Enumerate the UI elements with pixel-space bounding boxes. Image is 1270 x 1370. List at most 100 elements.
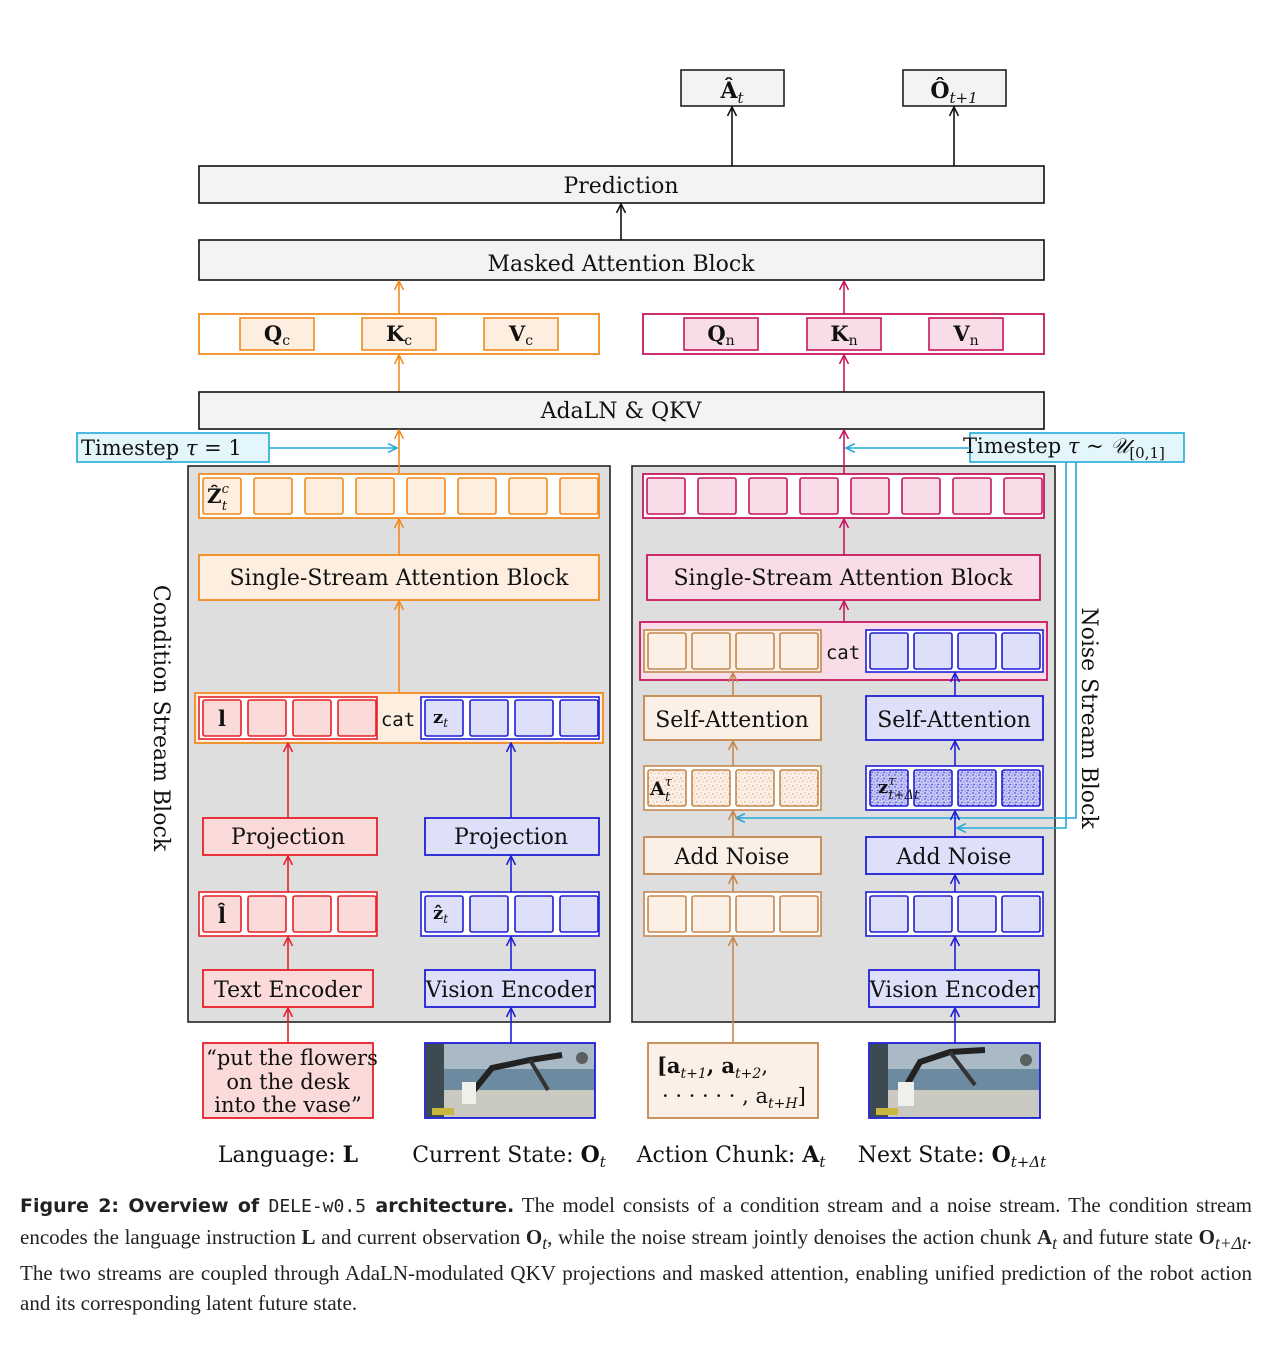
noise-top-token-1 <box>646 477 686 515</box>
cond-single-stream-box <box>198 554 600 601</box>
lhat-token-4 <box>337 895 377 933</box>
next-obs-token-1 <box>869 895 909 933</box>
action-token-2 <box>691 895 731 933</box>
k-noise-box <box>806 317 882 351</box>
action-chunk-line-2: · · · · · · , at+H] <box>662 1084 806 1112</box>
zc-token-cells <box>202 477 599 515</box>
figure-caption: Figure 2: Overview of DELE-w0.5 architec… <box>20 1190 1252 1318</box>
obs-add-noise-box <box>865 836 1044 875</box>
noise-top-token-5 <box>850 477 890 515</box>
noise-stream-label: Noise Stream Block <box>1076 607 1101 829</box>
action-add-noise-label: Add Noise <box>674 845 790 870</box>
next-obs-token-2 <box>913 895 953 933</box>
vision-token-1 <box>424 699 464 737</box>
condition-stream-label: Condition Stream Block <box>148 585 173 852</box>
vision-projection-label: Projection <box>454 825 568 850</box>
caption-var-o2: O <box>1198 1225 1215 1249</box>
zc-token-3 <box>304 477 344 515</box>
lang-token-1 <box>202 699 242 737</box>
k-cond-box <box>361 317 437 351</box>
noise-top-token-4 <box>799 477 839 515</box>
action-token-3 <box>735 895 775 933</box>
action-add-noise-box <box>643 836 822 875</box>
caption-var-a: A <box>1036 1225 1053 1249</box>
action-attn-cells <box>647 632 819 670</box>
noise-cat-label: cat <box>826 642 860 664</box>
obs-attn-cells <box>869 632 1041 670</box>
action-chunk-line-1: [at+1, at+2, <box>657 1053 768 1082</box>
vision-encoder-box-right <box>868 969 1040 1008</box>
caption-var-o2-sub: t+Δt <box>1214 1233 1247 1254</box>
zc-token-1 <box>202 477 242 515</box>
noise-top-token-2 <box>697 477 737 515</box>
instruction-line-1: “put the flowers <box>206 1046 378 1070</box>
q-noise-label: Qn <box>707 321 734 349</box>
timestep-route-obs <box>957 462 1067 828</box>
noisy-action-token-4 <box>779 769 819 807</box>
obs-add-noise-label: Add Noise <box>896 845 1012 870</box>
caption-text-5: . The two streams are coupled through Ad… <box>20 1225 1252 1316</box>
vision-encoder-box-left <box>424 969 596 1008</box>
noisy-obs-token-4 <box>1001 769 1041 807</box>
zc-token-7 <box>508 477 548 515</box>
caption-text-3: , while the noise stream jointly denoise… <box>547 1225 1037 1249</box>
zhat-token-2 <box>469 895 509 933</box>
zhat-token-4 <box>559 895 599 933</box>
obs-attn-token-4 <box>1001 632 1041 670</box>
current-state-label: Current State: Ot <box>412 1142 607 1171</box>
next-obs-token-cells <box>869 895 1041 933</box>
action-token-cells <box>647 895 819 933</box>
z-hat-label: ẑt <box>433 903 448 926</box>
next-obs-token-4 <box>1001 895 1041 933</box>
k-cond-label: Kc <box>386 321 412 349</box>
v-noise-box <box>928 317 1004 351</box>
output-action-label: Ât <box>719 77 744 107</box>
caption-label: Figure 2: Overview of <box>20 1195 269 1217</box>
next-obs-token-3 <box>957 895 997 933</box>
output-obs-box <box>902 69 1007 107</box>
caption-label-end: architecture. <box>366 1195 515 1217</box>
obs-attn-token-1 <box>869 632 909 670</box>
vision-token-2 <box>469 699 509 737</box>
noisy-obs-cells <box>869 769 1041 807</box>
zc-token-8 <box>559 477 599 515</box>
v-cond-label: Vc <box>508 321 533 349</box>
l-token-label: l <box>218 706 226 731</box>
action-chunk-box <box>647 1042 819 1119</box>
vision-token-4 <box>559 699 599 737</box>
action-attn-token-1 <box>647 632 687 670</box>
noise-top-token-7 <box>952 477 992 515</box>
current-state-image <box>424 1042 596 1119</box>
caption-text-1: The model consists of a condition stream… <box>20 1193 1252 1249</box>
action-self-attention-label: Self-Attention <box>655 708 809 733</box>
caption-var-l: L <box>301 1225 316 1249</box>
noisy-obs-token-2 <box>913 769 953 807</box>
timestep-right-box <box>969 432 1185 463</box>
caption-var-o: O <box>525 1225 543 1249</box>
timestep-right-label: Timestep τ ~ 𝒰[0,1] <box>963 434 1165 462</box>
noisy-obs-token-3 <box>957 769 997 807</box>
caption-model-name: DELE-w0.5 <box>268 1196 367 1217</box>
noise-top-token-3 <box>748 477 788 515</box>
vision-encoder-label-left: Vision Encoder <box>425 978 595 1003</box>
zc-token-5 <box>406 477 446 515</box>
obs-self-attention-label: Self-Attention <box>877 708 1031 733</box>
zc-token-6 <box>457 477 497 515</box>
noise-top-cells <box>646 477 1043 515</box>
vision-token-cells <box>424 699 599 737</box>
zc-token-2 <box>253 477 293 515</box>
caption-var-a-sub: t <box>1052 1233 1058 1254</box>
cond-cat-label: cat <box>381 709 415 731</box>
zhat-token-cells <box>424 895 599 933</box>
noise-single-stream-label: Single-Stream Attention Block <box>673 566 1013 591</box>
action-token-4 <box>779 895 819 933</box>
instruction-box <box>202 1042 374 1119</box>
obs-attn-token-2 <box>913 632 953 670</box>
caption-text-4: and future state <box>1057 1225 1199 1249</box>
language-input-label: Language: L <box>218 1142 358 1168</box>
noisy-action-token-2 <box>691 769 731 807</box>
q-cond-label: Qc <box>264 321 290 349</box>
